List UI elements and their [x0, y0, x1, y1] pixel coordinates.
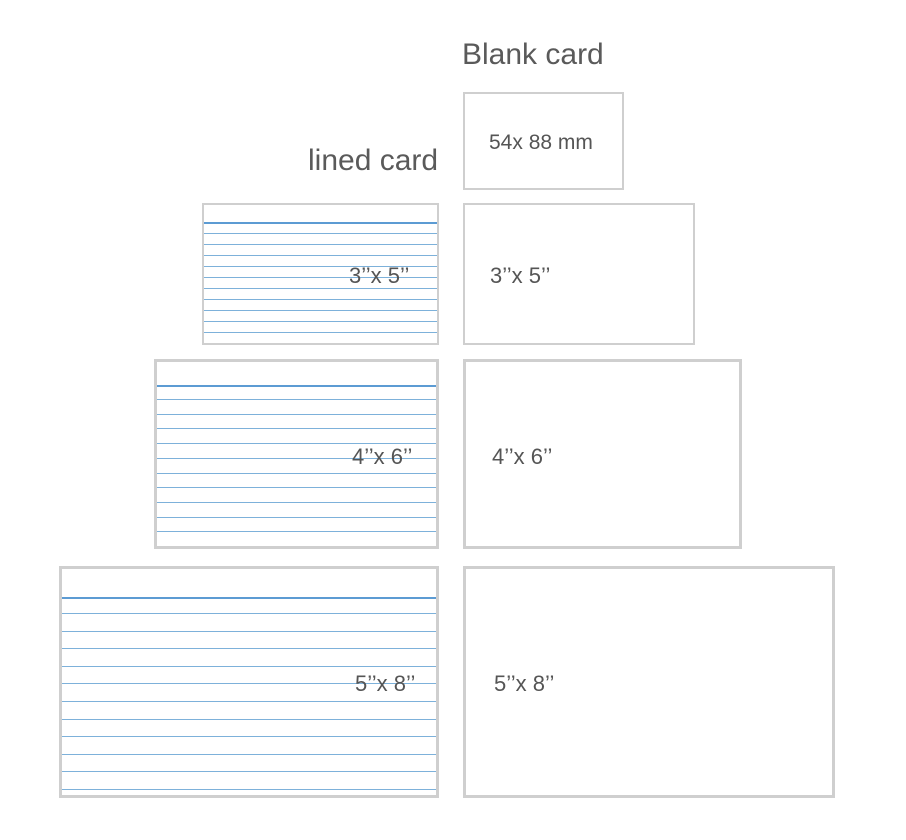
- card-rule-line: [204, 321, 437, 322]
- card-rule-line: [62, 683, 436, 684]
- card-rule-line: [157, 502, 436, 503]
- card-rule-line: [157, 473, 436, 474]
- card-rule-line: [157, 458, 436, 459]
- card-rule-line: [62, 631, 436, 632]
- card-header-line: [204, 222, 437, 224]
- card-rule-line: [62, 648, 436, 649]
- lined-card-3x5: 3’’x 5’’: [202, 203, 439, 345]
- card-rule-line: [157, 531, 436, 532]
- card-size-label: 3’’x 5’’: [490, 263, 551, 288]
- card-rule-line: [204, 299, 437, 300]
- card-size-label: 5’’x 8’’: [494, 671, 555, 696]
- card-rule-line: [204, 233, 437, 234]
- blank-card-heading: Blank card: [462, 38, 604, 71]
- card-size-label: 4’’x 6’’: [492, 444, 553, 469]
- card-rule-line: [157, 487, 436, 488]
- blank-card-4x6: 4’’x 6’’: [463, 359, 742, 549]
- card-rule-line: [204, 255, 437, 256]
- blank-card-5x8: 5’’x 8’’: [463, 566, 835, 798]
- card-rule-line: [157, 414, 436, 415]
- card-size-label: 5’’x 8’’: [355, 671, 416, 696]
- card-header-line: [157, 385, 436, 387]
- card-size-label: 54x 88 mm: [489, 131, 593, 154]
- blank-card-54x88mm: 54x 88 mm: [463, 92, 624, 190]
- card-header-line: [62, 597, 436, 599]
- card-rule-line: [62, 771, 436, 772]
- card-rule-line: [157, 443, 436, 444]
- card-rule-line: [62, 754, 436, 755]
- card-rule-line: [157, 399, 436, 400]
- card-rule-line: [62, 789, 436, 790]
- lined-card-4x6: 4’’x 6’’: [154, 359, 439, 549]
- card-rule-line: [62, 736, 436, 737]
- card-rule-line: [62, 613, 436, 614]
- card-size-label: 3’’x 5’’: [349, 263, 410, 288]
- card-rule-line: [204, 277, 437, 278]
- card-rule-line: [204, 332, 437, 333]
- card-rule-line: [62, 719, 436, 720]
- card-rule-line: [204, 310, 437, 311]
- card-rule-line: [204, 266, 437, 267]
- card-rule-line: [157, 428, 436, 429]
- card-rule-line: [204, 244, 437, 245]
- lined-card-5x8: 5’’x 8’’: [59, 566, 439, 798]
- card-size-label: 4’’x 6’’: [352, 444, 413, 469]
- card-rule-line: [204, 288, 437, 289]
- card-rule-line: [62, 701, 436, 702]
- blank-card-3x5: 3’’x 5’’: [463, 203, 695, 345]
- card-rule-line: [157, 517, 436, 518]
- lined-card-heading: lined card: [308, 144, 439, 177]
- card-rule-line: [62, 666, 436, 667]
